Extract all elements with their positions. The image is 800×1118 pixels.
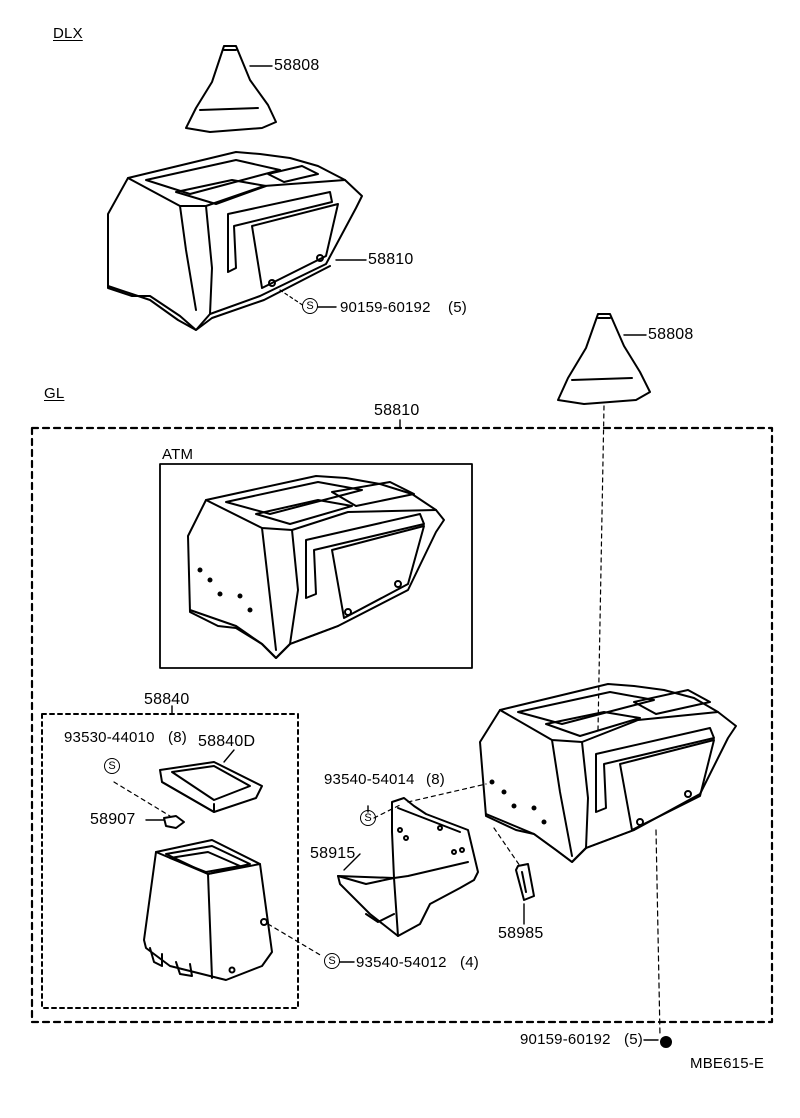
leader-screw-box-top bbox=[113, 781, 171, 817]
screw-symbol-box-top: S bbox=[104, 758, 120, 774]
part-label-screw-gl-qty: (5) bbox=[624, 1031, 643, 1048]
console-dlx bbox=[107, 151, 363, 331]
part-label-console-dlx: 58810 bbox=[368, 251, 414, 268]
atm-box bbox=[159, 463, 473, 669]
leader-tray bbox=[343, 853, 361, 871]
part-label-boot-gl: 58808 bbox=[648, 326, 694, 343]
screw-symbol-box-side: S bbox=[324, 953, 340, 969]
box-group-frame bbox=[41, 713, 299, 1009]
part-label-screw-box-side: 93540-54012 bbox=[356, 954, 447, 971]
drawing-code: MBE615-E bbox=[690, 1055, 765, 1072]
part-label-screw-tray: 93540-54014 bbox=[324, 771, 415, 788]
leader-box-lid bbox=[223, 749, 235, 763]
screw-symbol-tray: S bbox=[360, 810, 376, 826]
shift-boot-dlx bbox=[185, 45, 277, 133]
screw-gl-part bbox=[660, 1036, 672, 1048]
boot-gl-dashed-axis bbox=[597, 405, 605, 731]
console-box bbox=[143, 839, 273, 981]
part-label-screw-dlx-qty: (5) bbox=[448, 299, 467, 316]
console-atm bbox=[187, 475, 445, 659]
part-label-screw-box-top: 93530-44010 bbox=[64, 729, 155, 746]
leader-screw-gl bbox=[655, 829, 661, 1037]
part-label-console-gl: 58810 bbox=[374, 402, 420, 419]
leader-screw-tray bbox=[373, 803, 403, 819]
part-label-bracket: 58985 bbox=[498, 925, 544, 942]
leader-screw-dlx bbox=[279, 289, 305, 307]
part-label-screw-box-side-qty: (4) bbox=[460, 954, 479, 971]
tray bbox=[337, 797, 479, 937]
part-label-boot-dlx: 58808 bbox=[274, 57, 320, 74]
leader-screw-tray-2 bbox=[407, 783, 487, 803]
box-lid bbox=[159, 761, 263, 813]
section-dlx-label: DLX bbox=[53, 25, 83, 42]
part-label-tray: 58915 bbox=[310, 845, 356, 862]
clip bbox=[163, 815, 185, 829]
part-label-screw-tray-qty: (8) bbox=[426, 771, 445, 788]
part-label-box-group: 58840 bbox=[144, 691, 190, 708]
part-label-box-lid: 58840D bbox=[198, 733, 256, 750]
screw-symbol-dlx: S bbox=[302, 298, 318, 314]
section-gl-label: GL bbox=[44, 385, 65, 402]
part-label-screw-gl: 90159-60192 bbox=[520, 1031, 611, 1048]
shift-boot-gl bbox=[557, 313, 651, 405]
leader-screw-box-side bbox=[267, 923, 323, 957]
gl-frame bbox=[30, 426, 774, 1024]
section-atm-label: ATM bbox=[162, 446, 194, 463]
part-label-clip: 58907 bbox=[90, 811, 136, 828]
bracket bbox=[515, 863, 535, 901]
part-label-screw-dlx: 90159-60192 bbox=[340, 299, 431, 316]
part-label-screw-box-top-qty: (8) bbox=[168, 729, 187, 746]
console-gl bbox=[479, 683, 737, 863]
leader-bracket bbox=[493, 827, 521, 867]
